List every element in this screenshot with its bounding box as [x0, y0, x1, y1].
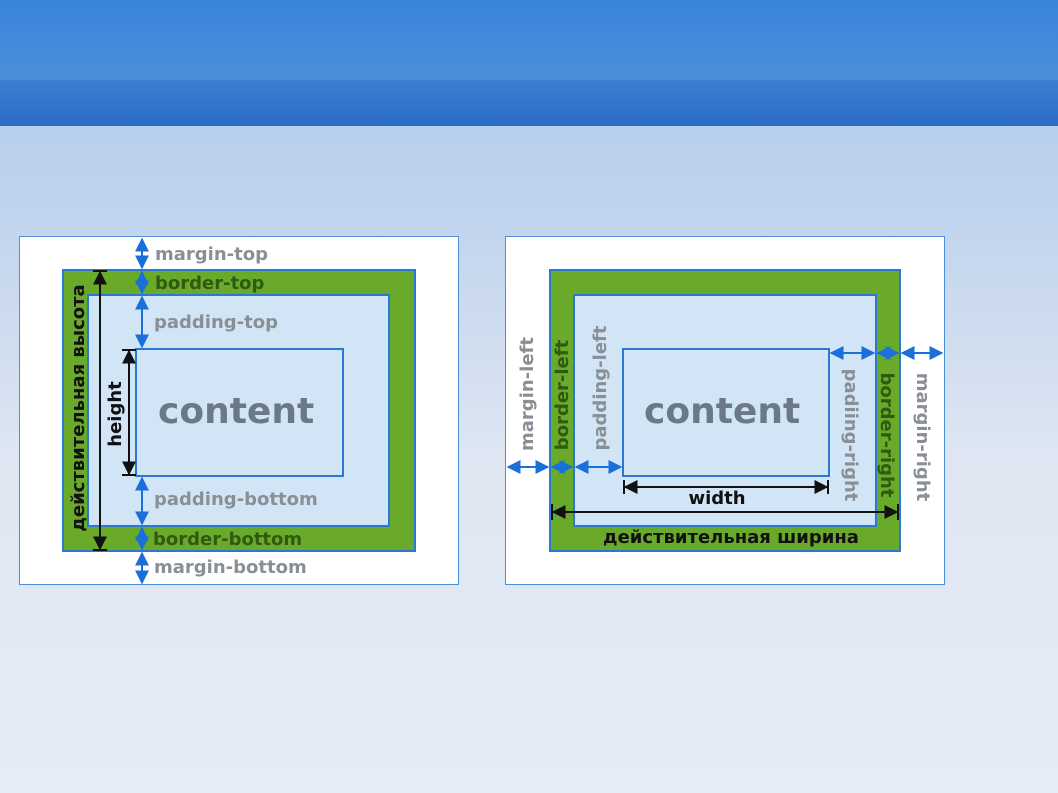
margin-top-label: margin-top	[155, 244, 268, 265]
border-bottom-label: border-bottom	[153, 529, 302, 550]
margin-left-label: margin-left	[517, 337, 538, 451]
padding-left-label: padding-left	[590, 325, 611, 450]
content-box	[135, 348, 344, 477]
margin-bottom-label: margin-bottom	[154, 557, 307, 578]
actual-width-label: действительная ширина	[603, 527, 859, 548]
height-label: height	[105, 381, 126, 447]
padding-bottom-label: padding-bottom	[154, 489, 318, 510]
border-right-label: border-right	[876, 373, 897, 498]
border-left-label: border-left	[552, 339, 573, 450]
padding-right-label: padiing-right	[840, 369, 861, 502]
header-banner	[0, 0, 1058, 80]
height-diagram: margin-top border-top padding-top conten…	[62, 237, 416, 585]
margin-right-label: margin-right	[912, 373, 933, 502]
width-label: width	[688, 488, 745, 509]
header-banner-stripe	[0, 80, 1058, 126]
content-label: content	[158, 391, 314, 432]
border-top-label: border-top	[155, 273, 265, 294]
content-box	[622, 348, 830, 477]
width-diagram: content width действительная ширина marg…	[506, 269, 944, 552]
content-label: content	[644, 391, 800, 432]
actual-height-label: действительная высота	[68, 284, 89, 531]
padding-top-label: padding-top	[154, 312, 278, 333]
